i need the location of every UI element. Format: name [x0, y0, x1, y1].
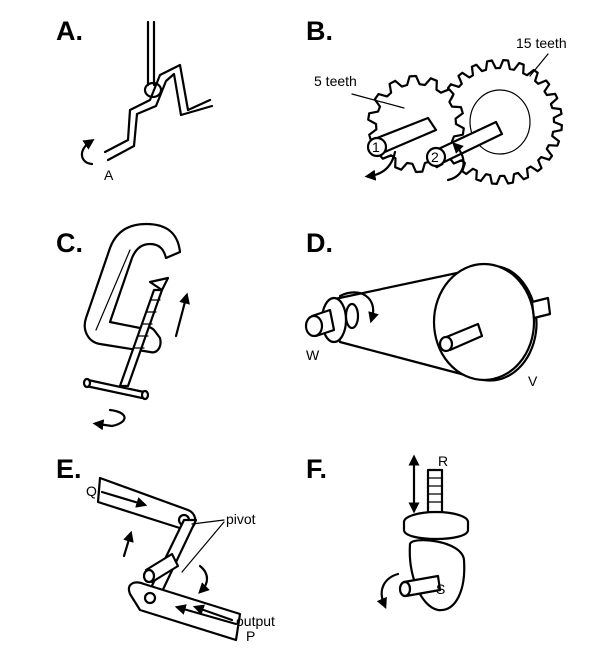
panel-c: C.: [56, 222, 190, 431]
panel-f: F. R S: [306, 453, 470, 612]
pulley-rotation-arrow: [338, 291, 379, 324]
cam-shaft: [398, 574, 442, 598]
shaft-2-label: 2: [431, 149, 439, 165]
small-pulley: [304, 296, 360, 344]
panel-a: A. A: [56, 16, 214, 183]
pivot-leaders: [181, 519, 225, 573]
clamp-rotate-arrow: [92, 408, 126, 431]
lower-arrow: [192, 604, 234, 622]
panel-c-letter: C.: [56, 228, 83, 258]
panel-e: E. Q pivot output P: [56, 454, 275, 644]
pivot-pin: [142, 552, 180, 584]
small-pulley-label: W: [306, 347, 320, 363]
tommy-bar: [82, 377, 150, 401]
panel-f-letter: F.: [306, 454, 327, 484]
shaft-1-label: 1: [372, 139, 380, 155]
shaft-2-arrow: [446, 142, 465, 182]
large-pulley-label: V: [528, 373, 538, 389]
output-arrow: [174, 604, 238, 626]
panel-b: B. 1 2 5 teeth 15 teeth: [306, 16, 567, 185]
link-rotation-arrow-1: [122, 530, 134, 558]
panel-a-letter: A.: [56, 16, 83, 46]
panel-b-letter: B.: [306, 16, 333, 46]
clamp-up-arrow: [174, 292, 190, 338]
output-letter: P: [246, 628, 255, 644]
follower-rod: [426, 468, 444, 516]
input-label: Q: [86, 483, 97, 499]
panel-d-letter: D.: [306, 228, 333, 258]
input-arrow: [100, 490, 148, 508]
output-label: output: [236, 613, 275, 629]
follower-plate: [402, 510, 470, 541]
large-gear-label: 15 teeth: [516, 35, 567, 51]
crank: [103, 63, 214, 162]
large-gear: [437, 59, 563, 185]
clamp-screw: [118, 276, 170, 388]
handle-label: A: [104, 167, 114, 183]
shaft-2: 2: [425, 120, 504, 168]
panel-e-letter: E.: [56, 454, 82, 484]
shaft-label: S: [436, 581, 445, 597]
small-gear-label: 5 teeth: [314, 73, 357, 89]
rotation-arrow: [80, 138, 95, 166]
hanging-cord: [146, 20, 156, 87]
large-gear-leader: [529, 53, 549, 77]
link-rotation-arrow-2: [198, 564, 210, 594]
rod-label: R: [438, 453, 448, 469]
small-gear-leader: [351, 93, 405, 109]
panel-d: D. W V: [304, 228, 552, 389]
shaft-1: 1: [366, 116, 438, 158]
lower-link: [127, 581, 242, 642]
clamp-frame: [83, 222, 182, 354]
cam-rotation-arrow: [376, 572, 400, 610]
upper-link: [96, 476, 197, 532]
large-pulley: [432, 262, 552, 382]
pivot-label: pivot: [226, 511, 256, 527]
shaft-1-arrow: [364, 150, 397, 181]
